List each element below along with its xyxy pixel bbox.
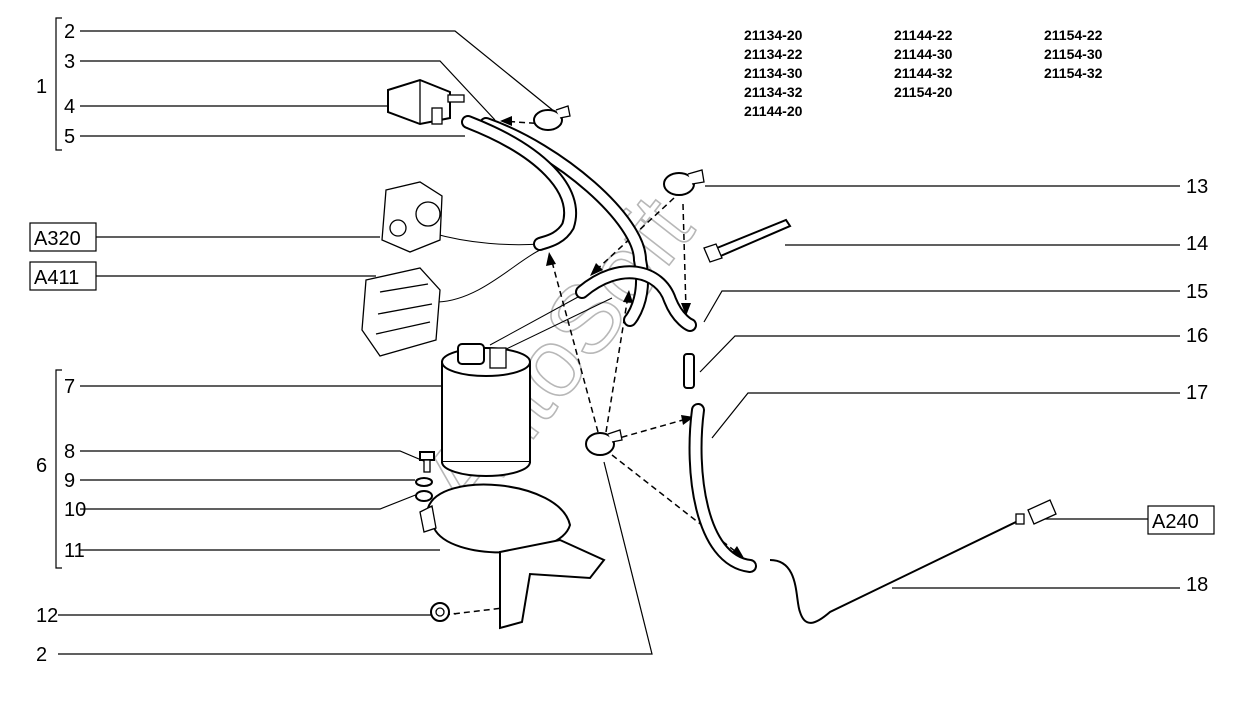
callout-4: 4	[64, 96, 75, 118]
connection-line	[499, 297, 613, 353]
connection-line	[437, 249, 541, 303]
callout-14: 14	[1186, 233, 1208, 255]
model-code: 21144-30	[894, 46, 953, 62]
connector-16	[683, 353, 695, 389]
callout-18: 18	[1186, 574, 1208, 596]
cable-tie	[703, 218, 792, 263]
throttle-body	[381, 181, 443, 253]
model-column-1: 21134-20 21134-22 21134-30 21134-32 2114…	[744, 27, 803, 119]
group-bracket-1	[55, 17, 62, 151]
hose-5	[461, 115, 578, 251]
bolt	[419, 451, 435, 473]
model-code: 21134-22	[744, 46, 803, 62]
hose-15	[575, 265, 697, 332]
ref-label: A320	[34, 228, 81, 250]
model-code: 21134-20	[744, 27, 803, 43]
hose-17	[688, 403, 757, 573]
nut	[430, 602, 450, 622]
callout-10: 10	[64, 499, 86, 521]
intake-manifold	[361, 267, 441, 357]
model-code: 21134-30	[744, 65, 803, 81]
hose-3	[479, 117, 649, 327]
callout-8: 8	[64, 441, 75, 463]
model-code: 21154-30	[1044, 46, 1103, 62]
model-code: 21154-20	[894, 84, 953, 100]
callout-17: 17	[1186, 382, 1208, 404]
ref-label: A240	[1152, 511, 1199, 533]
callout-6: 6	[36, 455, 47, 477]
callout-13: 13	[1186, 176, 1208, 198]
washer-10	[415, 490, 433, 502]
canister-bracket	[419, 483, 606, 630]
ref-box-a411: A411	[29, 261, 97, 291]
callout-16: 16	[1186, 325, 1208, 347]
ref-label: A411	[34, 267, 79, 289]
hose-clamp-upper	[533, 105, 571, 131]
model-list: 21134-20 21134-22 21134-30 21134-32 2114…	[744, 27, 1103, 119]
ref-box-a320: A320	[29, 222, 97, 252]
callout-15: 15	[1186, 281, 1208, 303]
callout-7: 7	[64, 376, 75, 398]
group-bracket-6	[55, 369, 62, 569]
washer-9	[415, 477, 433, 487]
model-code: 21134-32	[744, 84, 803, 100]
tube-end-a240	[1027, 499, 1057, 525]
callout-2-lower: 2	[36, 644, 47, 666]
callout-11: 11	[64, 540, 85, 562]
leader-lines	[58, 30, 1180, 655]
model-code: 21144-22	[894, 27, 953, 43]
hose-clamp-lower	[585, 429, 623, 456]
callout-12: 12	[36, 605, 58, 627]
fuel-pipe	[769, 513, 1025, 624]
hose-clamp-13	[663, 169, 705, 196]
callout-9: 9	[64, 470, 75, 492]
model-code: 21154-22	[1044, 27, 1103, 43]
model-code: 21154-32	[1044, 65, 1103, 81]
ref-box-a240: A240	[1147, 505, 1215, 535]
callout-5: 5	[64, 126, 75, 148]
solenoid-valve	[387, 78, 465, 126]
model-column-2: 21144-22 21144-30 21144-32 21154-20	[894, 27, 953, 100]
callout-1: 1	[36, 76, 47, 98]
model-column-3: 21154-22 21154-30 21154-32	[1044, 27, 1103, 81]
callout-3: 3	[64, 51, 75, 73]
canister	[441, 343, 531, 477]
connection-line	[431, 232, 541, 246]
model-code: 21144-20	[744, 103, 803, 119]
callout-2: 2	[64, 21, 75, 43]
model-code: 21144-32	[894, 65, 953, 81]
